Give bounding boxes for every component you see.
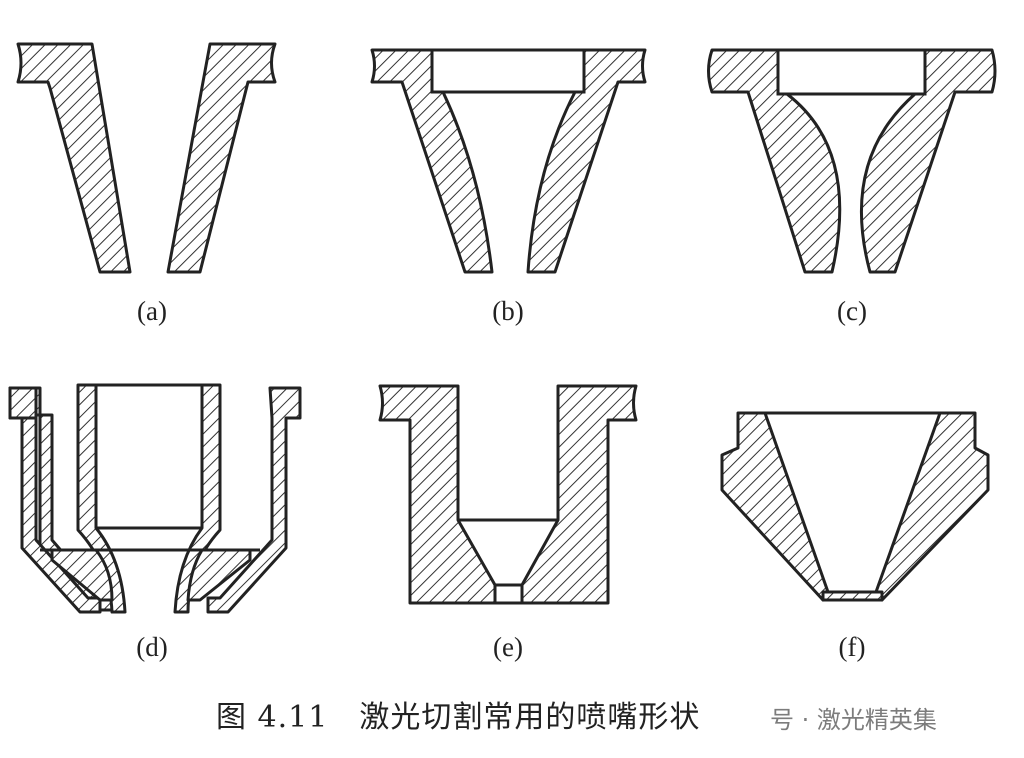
nozzle-b bbox=[370, 48, 647, 274]
watermark: 号 · 激光精英集 bbox=[770, 706, 937, 734]
nozzle-a bbox=[16, 42, 277, 274]
label-c: (c) bbox=[837, 296, 867, 326]
label-e: (e) bbox=[493, 632, 523, 662]
figure-caption: 图 4.11 激光切割常用的喷嘴形状 bbox=[216, 700, 701, 735]
nozzle-f bbox=[720, 411, 990, 602]
label-d: (d) bbox=[136, 632, 168, 662]
label-b: (b) bbox=[492, 296, 524, 326]
label-a: (a) bbox=[137, 296, 167, 326]
nozzle-d bbox=[8, 383, 302, 614]
nozzle-c bbox=[707, 48, 997, 274]
label-f: (f) bbox=[838, 632, 866, 662]
nozzle-e bbox=[378, 384, 638, 605]
